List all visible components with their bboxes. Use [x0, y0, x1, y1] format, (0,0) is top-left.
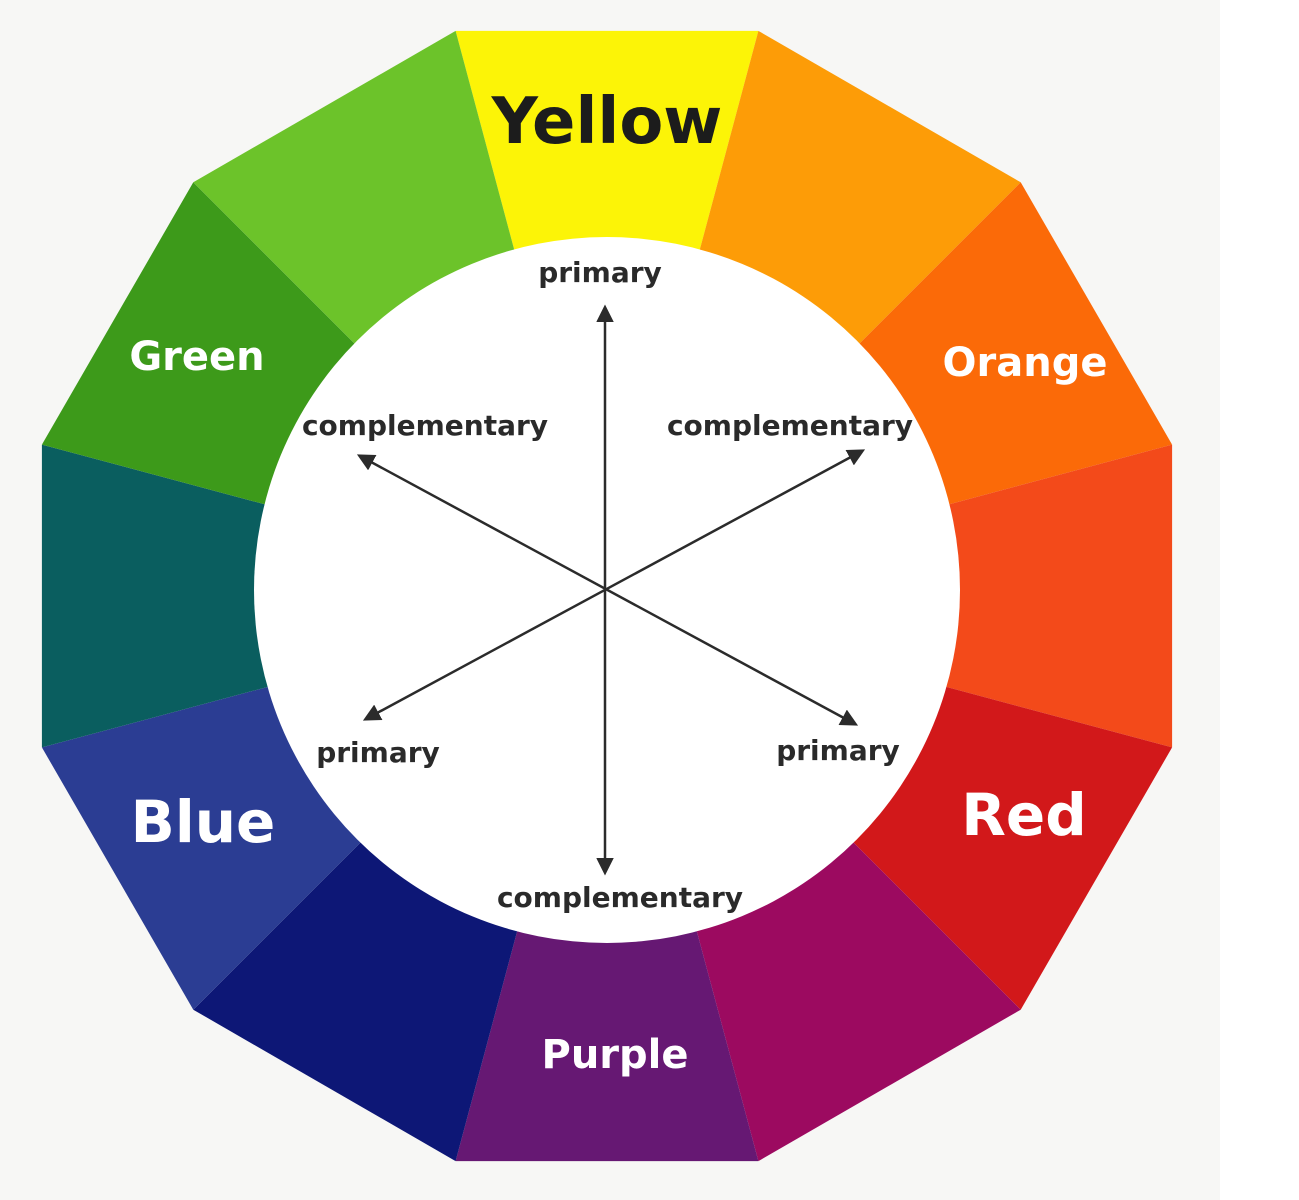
segment-labels: Yellow Orange Red Purple Blue Green [129, 85, 1107, 1078]
label-orange: Orange [943, 340, 1108, 386]
label-red: Red [961, 781, 1087, 849]
arrow-label-lower-right: primary [776, 734, 900, 767]
arrow-label-lower-left: primary [316, 736, 440, 769]
label-yellow: Yellow [491, 85, 723, 159]
arrow-diagonal-up-right-down-left [362, 449, 866, 721]
label-green: Green [129, 334, 264, 380]
color-wheel: Yellow Orange Red Purple Blue Green prim… [41, 30, 1173, 1162]
arrow-label-upper-right: complementary [667, 409, 913, 442]
label-purple: Purple [542, 1032, 689, 1078]
right-margin [1220, 0, 1299, 1200]
arrow-labels: primary complementary complementary comp… [302, 256, 913, 914]
arrow-label-bottom: complementary [497, 881, 743, 914]
arrow-label-top: primary [538, 256, 662, 289]
arrows [356, 304, 866, 876]
arrow-label-upper-left: complementary [302, 409, 548, 442]
label-blue: Blue [131, 788, 276, 856]
